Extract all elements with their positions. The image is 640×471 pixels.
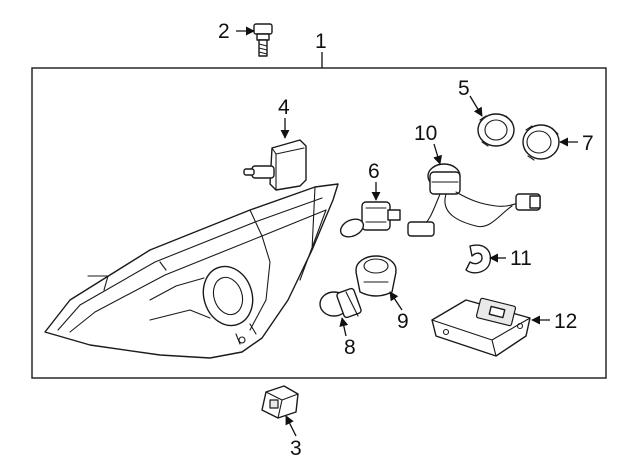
callout-12: 12 xyxy=(554,310,577,333)
wiring-harness-part-10[interactable] xyxy=(407,163,541,237)
hid-bulb-part-4[interactable] xyxy=(243,139,307,191)
callout-8: 8 xyxy=(344,336,356,359)
clip-part-3[interactable] xyxy=(261,385,299,419)
screw-part-2[interactable] xyxy=(253,23,273,57)
callout-7: 7 xyxy=(582,132,594,155)
callout-11: 11 xyxy=(510,247,532,270)
callout-3: 3 xyxy=(290,437,302,460)
cap-part-7[interactable] xyxy=(522,124,560,161)
socket-part-9[interactable] xyxy=(355,255,397,297)
headlamp-housing[interactable] xyxy=(44,183,339,359)
halogen-bulb-part-6[interactable] xyxy=(338,201,401,240)
callout-5: 5 xyxy=(458,77,470,100)
ballast-module-part-12[interactable] xyxy=(431,297,531,357)
callout-4: 4 xyxy=(278,96,290,119)
leader-lines xyxy=(236,26,578,437)
callout-9: 9 xyxy=(397,310,409,333)
tube-part-11[interactable] xyxy=(465,244,492,274)
socket-ring-part-5[interactable] xyxy=(477,113,515,147)
callout-labels: 1 2 3 4 5 6 7 8 9 10 11 12 xyxy=(218,20,594,460)
assembly-frame xyxy=(31,67,607,379)
callout-2: 2 xyxy=(218,20,230,43)
callout-1: 1 xyxy=(315,30,327,53)
callout-10: 10 xyxy=(414,122,437,145)
callout-6: 6 xyxy=(368,160,380,183)
small-bulb-part-8[interactable] xyxy=(319,287,362,319)
